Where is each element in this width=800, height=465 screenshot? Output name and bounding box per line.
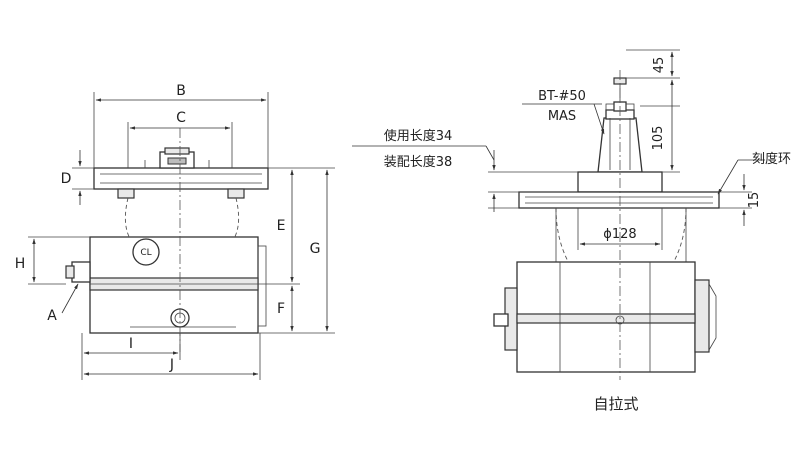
mas-label: MAS	[548, 109, 576, 124]
usable-length-label: 使用长度34	[384, 128, 453, 144]
dim-g-label: G	[310, 241, 321, 257]
left-view: CL B C D E F G H	[15, 83, 335, 380]
dim-h-label: H	[15, 256, 26, 272]
dim-b-label: B	[176, 83, 186, 99]
assembly-length-label: 装配长度38	[384, 154, 453, 170]
cl-circle	[132, 238, 160, 266]
caption: 自拉式	[593, 395, 638, 413]
dim-d-label: D	[61, 171, 72, 187]
dim-a-label: A	[47, 308, 57, 324]
dim-15-label: 15	[747, 192, 762, 209]
diameter-label: ϕ128	[603, 227, 636, 242]
scale-ring-label: 刻度环	[752, 151, 791, 167]
bt-label: BT-#50	[538, 89, 586, 104]
dim-105-label: 105	[651, 126, 666, 151]
dim-c-label: C	[176, 110, 186, 126]
cl-mark: CL	[140, 248, 151, 258]
dim-j-label: J	[169, 357, 174, 373]
right-view: 45 105 15 刻度环 BT-#50 MAS 使用长度34 装配长度38	[352, 49, 791, 413]
dim-i-label: I	[129, 336, 133, 352]
dim-45-label: 45	[652, 57, 667, 74]
right-bolt	[227, 188, 245, 199]
dim-e-label: E	[277, 218, 286, 234]
left-flange	[93, 167, 269, 190]
left-bolt	[117, 188, 135, 199]
dim-f-label: F	[277, 301, 285, 317]
left-side-knob	[71, 261, 91, 283]
right-flange	[518, 191, 720, 209]
